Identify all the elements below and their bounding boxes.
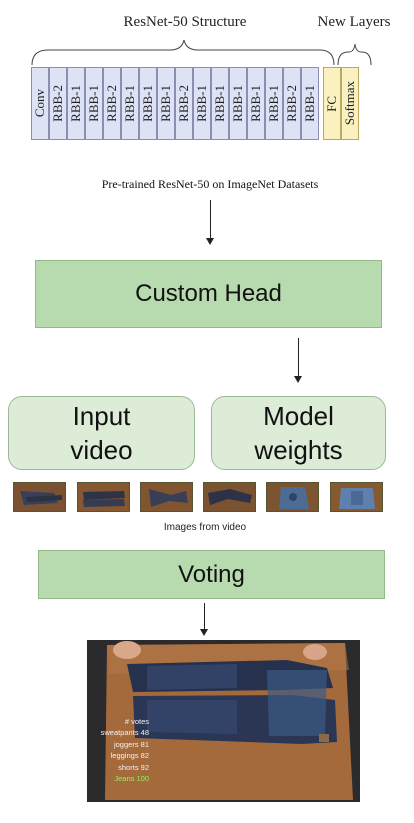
block-label: RBB-1 xyxy=(266,85,281,122)
new-layers-brace xyxy=(337,43,372,66)
model-weights-box: Model weights xyxy=(211,396,386,470)
resnet-block: RBB-2 xyxy=(175,67,193,140)
resnet-block: RBB-1 xyxy=(67,67,85,140)
block-label: RBB-1 xyxy=(302,85,317,122)
input-video-label: Input video xyxy=(70,401,133,465)
block-label: RBB-1 xyxy=(68,85,83,122)
block-label: RBB-1 xyxy=(194,85,209,122)
block-label: RBB-2 xyxy=(284,85,299,122)
resnet-block: RBB-1 xyxy=(193,67,211,140)
block-label: RBB-2 xyxy=(176,85,191,122)
block-label: RBB-2 xyxy=(104,85,119,122)
vote-row: shorts 92 xyxy=(118,762,149,772)
arrow-to-result xyxy=(204,603,205,629)
resnet-brace xyxy=(31,39,335,66)
resnet-block: RBB-2 xyxy=(103,67,121,140)
jeans-photo-graphic xyxy=(87,640,360,802)
resnet-block: RBB-1 xyxy=(121,67,139,140)
arrow-head xyxy=(200,629,208,636)
voting-box: Voting xyxy=(38,550,385,599)
video-frame-thumbnail xyxy=(77,482,130,512)
custom-head-box: Custom Head xyxy=(35,260,382,328)
arrow-head xyxy=(206,238,214,245)
video-frame-thumbnail xyxy=(266,482,319,512)
block-label: RBB-1 xyxy=(248,85,263,122)
resnet-block: RBB-1 xyxy=(301,67,319,140)
arrow-to-model-weights xyxy=(298,338,299,376)
block-label: RBB-1 xyxy=(230,85,245,122)
block-label: RBB-2 xyxy=(50,85,65,122)
model-weights-label: Model weights xyxy=(254,401,343,465)
arrow-head xyxy=(294,376,302,383)
block-label: RBB-1 xyxy=(158,85,173,122)
new-layer-block: Softmax xyxy=(341,67,359,140)
pretrained-caption: Pre-trained ResNet-50 on ImageNet Datase… xyxy=(101,177,319,191)
resnet-block: RBB-1 xyxy=(211,67,229,140)
vote-row: joggers 81 xyxy=(113,739,149,749)
voting-label: Voting xyxy=(178,560,245,588)
video-frame-thumbnail xyxy=(203,482,256,512)
new-layers-label: New Layers xyxy=(317,14,391,30)
resnet-structure-label: ResNet-50 Structure xyxy=(123,14,247,30)
custom-head-label: Custom Head xyxy=(135,280,282,307)
block-label: RBB-1 xyxy=(212,85,227,122)
resnet-block: RBB-2 xyxy=(49,67,67,140)
input-video-box: Input video xyxy=(8,396,195,470)
block-label: Conv xyxy=(32,89,47,118)
video-frame-thumbnail xyxy=(140,482,193,512)
block-label: RBB-1 xyxy=(122,85,137,122)
votes-header: # votes xyxy=(124,717,149,726)
resnet-block: RBB-1 xyxy=(139,67,157,140)
resnet-block: RBB-1 xyxy=(247,67,265,140)
resnet-block: RBB-1 xyxy=(85,67,103,140)
block-label: RBB-1 xyxy=(140,85,155,122)
video-frame-thumbnail xyxy=(13,482,66,512)
video-frame-thumbnail xyxy=(330,482,383,512)
block-label: Softmax xyxy=(342,81,357,126)
resnet-block: Conv xyxy=(31,67,49,140)
vote-row: sweatpants 48 xyxy=(100,728,149,738)
images-caption: Images from video xyxy=(163,522,247,533)
resnet-block: RBB-1 xyxy=(265,67,283,140)
group-braces xyxy=(31,39,372,66)
block-label: FC xyxy=(324,95,339,112)
vote-row: leggings 82 xyxy=(110,751,149,761)
resnet-block: RBB-2 xyxy=(283,67,301,140)
new-layer-block: FC xyxy=(323,67,341,140)
resnet-block: RBB-1 xyxy=(229,67,247,140)
arrow-to-custom-head xyxy=(210,200,211,238)
block-label: RBB-1 xyxy=(86,85,101,122)
resnet-block: RBB-1 xyxy=(157,67,175,140)
vote-row: Jeans 100 xyxy=(114,774,149,784)
